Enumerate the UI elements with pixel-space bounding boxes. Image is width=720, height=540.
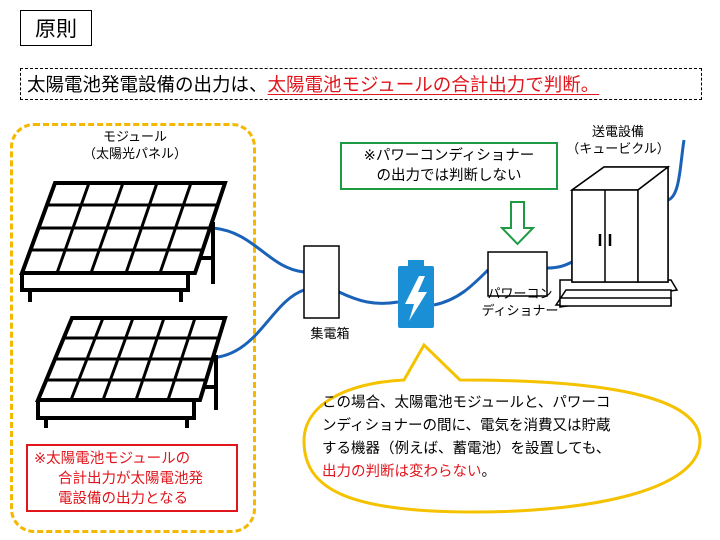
down-arrow-icon bbox=[499, 201, 536, 246]
power-conditioner-icon bbox=[487, 251, 548, 297]
module-label: モジュール （太陽光パネル） bbox=[82, 130, 187, 162]
cubicle-icon bbox=[554, 165, 679, 308]
headline-box: 太陽電池発電設備の出力は、太陽電池モジュールの合計出力で判断。 bbox=[20, 68, 702, 100]
module-output-note: ※太陽電池モジュールの 合計出力が太陽電池発 電設備の出力となる bbox=[26, 444, 238, 512]
solar-panel-icon bbox=[19, 181, 228, 302]
solar-panel-icon bbox=[35, 316, 228, 428]
power-conditioner-label: パワーコン ディショナー bbox=[481, 287, 559, 319]
cable-lines bbox=[209, 139, 686, 360]
callout-text: この場合、太陽電池モジュールと、パワーコンディショナーの間に、電気を消費又は貯蔵… bbox=[322, 395, 611, 480]
cubicle-label: 送電設備 （キュービクル） bbox=[566, 125, 670, 157]
page-title: 原則 bbox=[20, 10, 92, 46]
callout-bubble bbox=[302, 342, 702, 514]
junction-box-label: 集電箱 bbox=[310, 327, 350, 342]
module-group-frame bbox=[10, 123, 256, 533]
pcs-note: ※パワーコンディショナー の出力では判断しない bbox=[340, 142, 558, 190]
battery-icon bbox=[398, 260, 434, 328]
headline-prefix: 太陽電池発電設備の出力は、 bbox=[27, 75, 268, 96]
headline-emphasis: 太陽電池モジュールの合計出力で判断。 bbox=[267, 75, 600, 96]
callout-emphasis: 出力の判断は変わらない bbox=[322, 464, 482, 480]
junction-box-icon bbox=[303, 245, 340, 319]
